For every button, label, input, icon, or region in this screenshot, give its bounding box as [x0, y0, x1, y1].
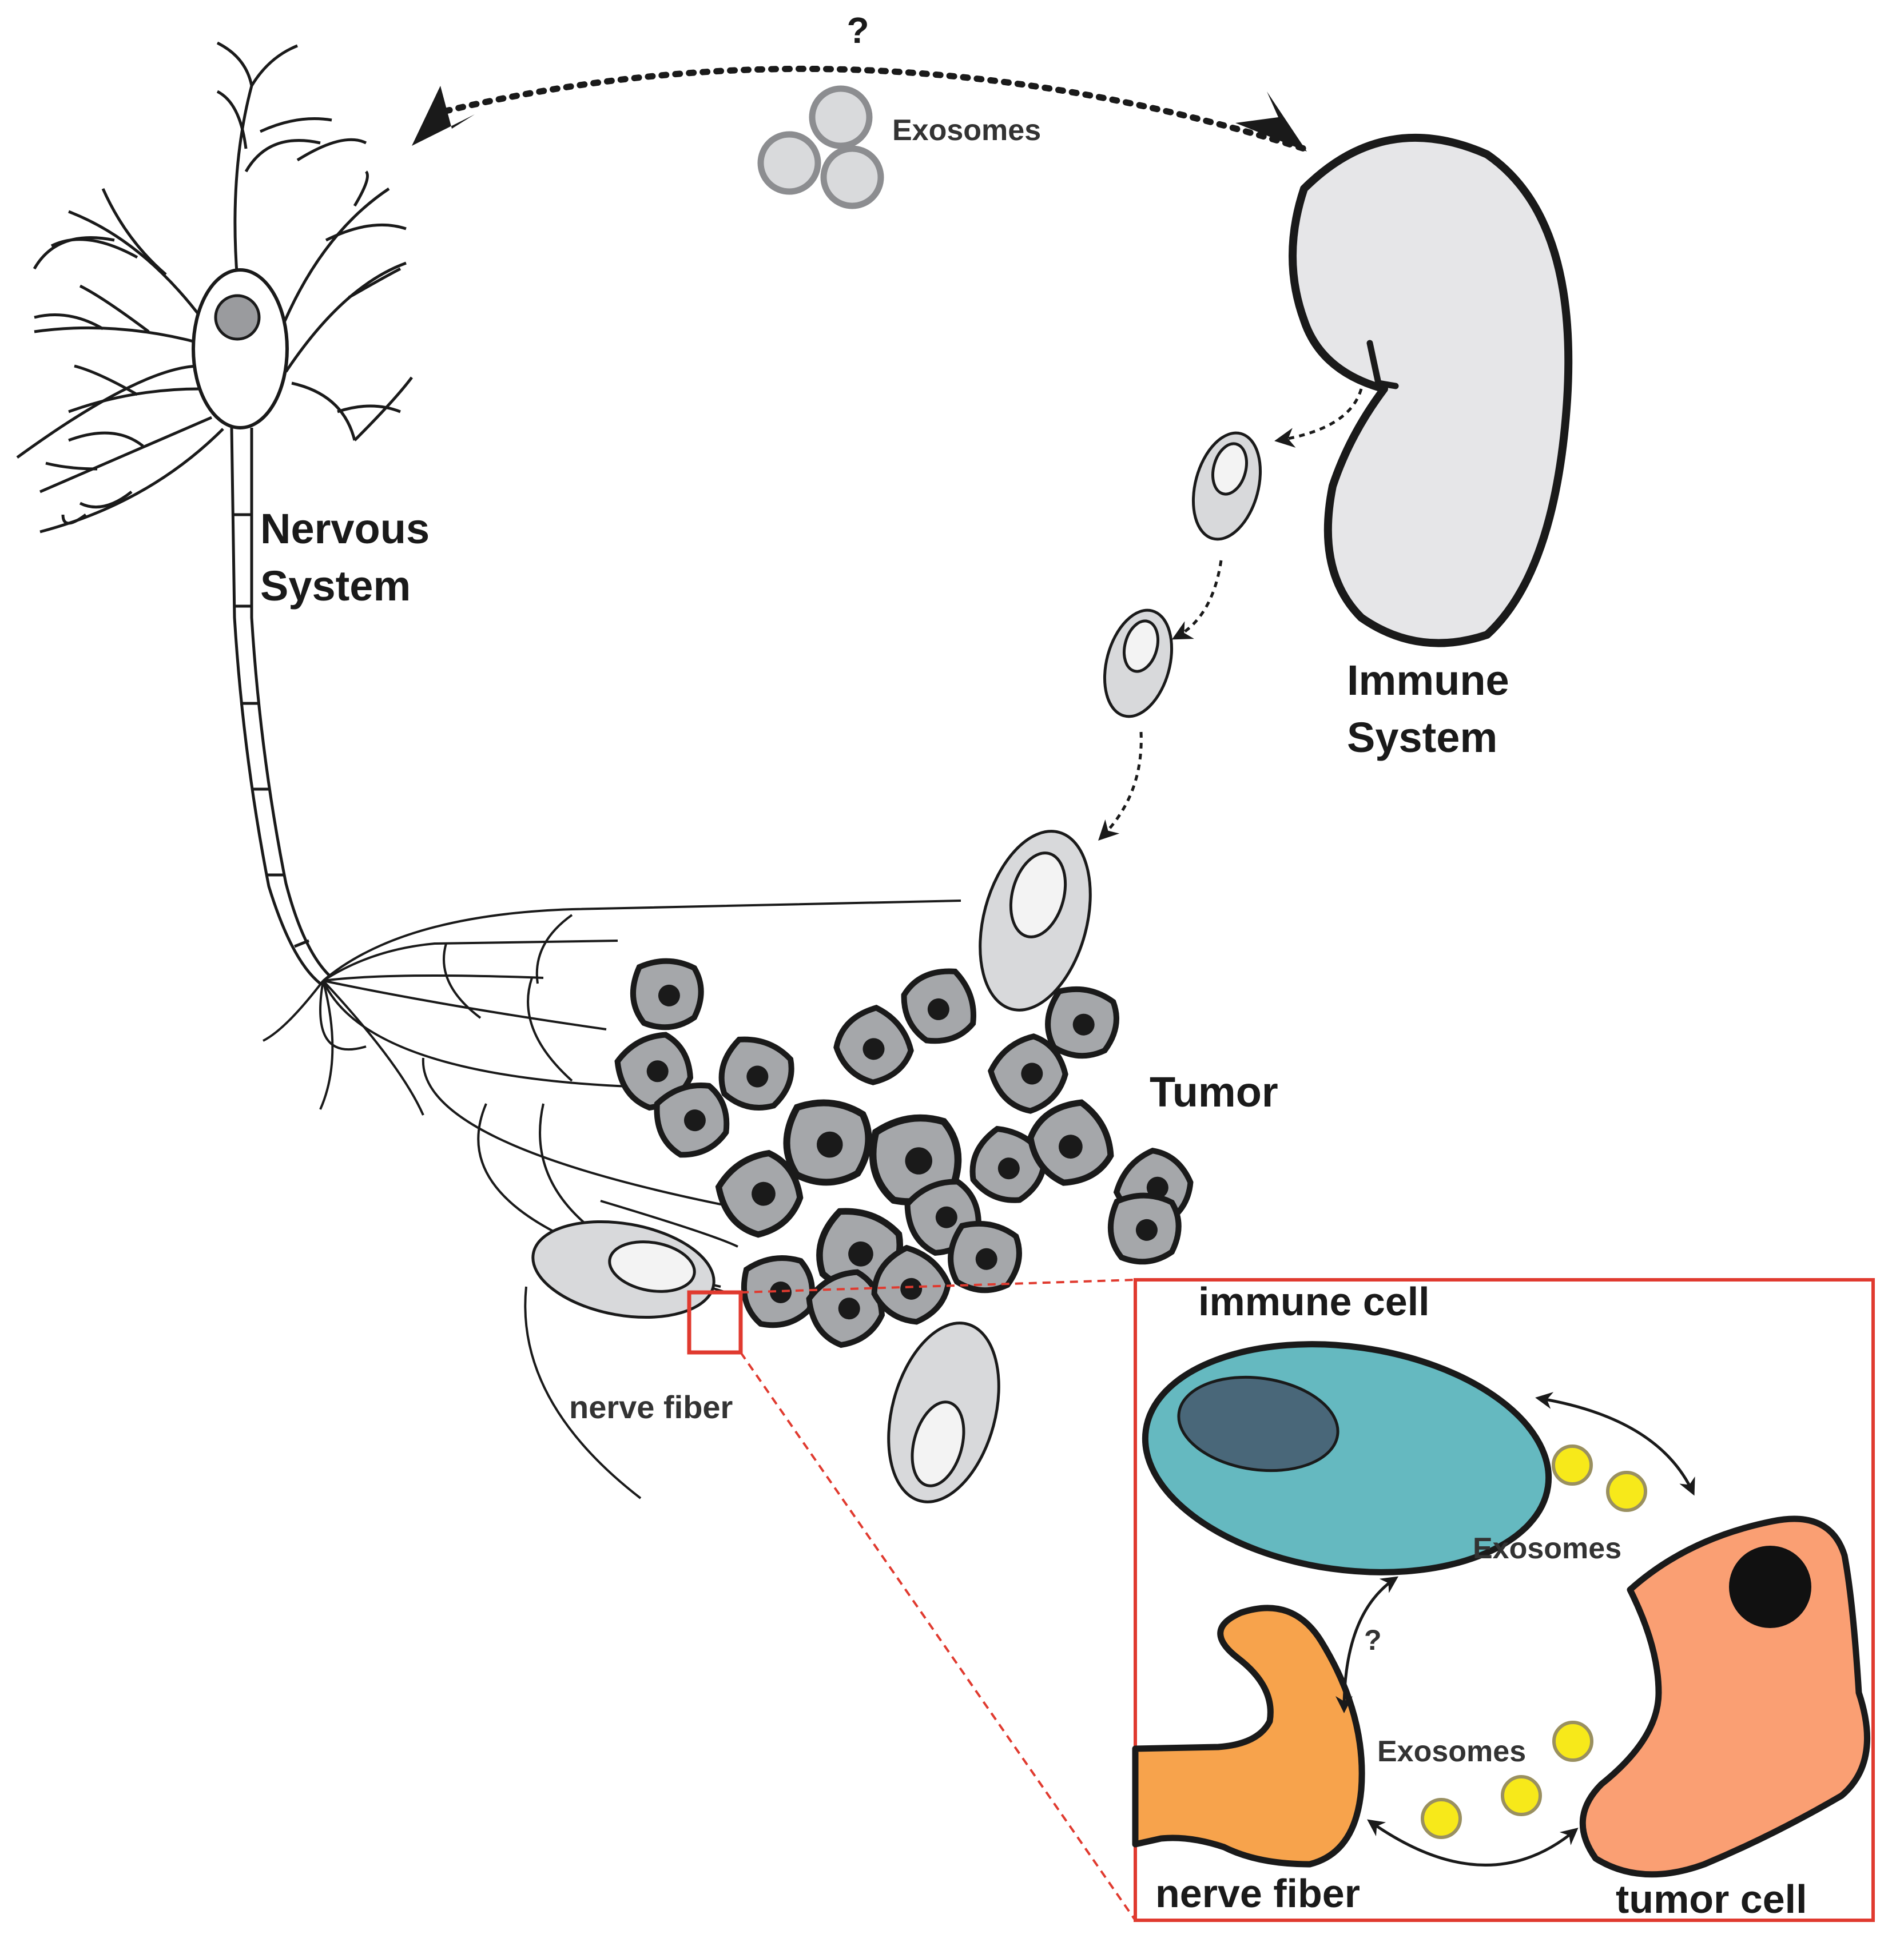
inset-immune-nucleus	[1177, 1375, 1339, 1473]
immune-cell-nucleus	[1123, 619, 1159, 673]
tumor-cell	[744, 1258, 812, 1325]
arrowhead-right	[1235, 91, 1307, 152]
inset-panel: immune cell Exosomes Exosomes ? nerve fi…	[1132, 1278, 1875, 1922]
organ-hilum	[1366, 340, 1399, 389]
immune-cell-nucleus	[911, 1400, 965, 1487]
immune-system-label-1: Immune	[1347, 656, 1509, 704]
inset-arrows	[1335, 1392, 1695, 1867]
neuron-soma	[192, 268, 289, 429]
exosomes-top-cluster	[757, 85, 884, 209]
inset-exosomes-label-2: Exosomes	[1377, 1735, 1526, 1768]
inset-exosomes-label-1: Exosomes	[1473, 1532, 1621, 1565]
tumor-cell	[627, 956, 706, 1033]
immune-organ	[1289, 133, 1573, 647]
zoom-highlight-box	[687, 1290, 743, 1355]
axon	[230, 427, 330, 985]
migration-arrows	[1098, 388, 1363, 841]
inset-nerve-fiber-label: nerve fiber	[1155, 1871, 1360, 1916]
inset-exosome	[1552, 1444, 1593, 1486]
inset-exosome	[1421, 1798, 1462, 1839]
question-top: ?	[846, 10, 869, 51]
exosome	[757, 131, 821, 195]
tumor-label: Tumor	[1150, 1068, 1278, 1116]
arrow-immune-tumor	[1535, 1392, 1695, 1496]
exosome	[820, 145, 884, 209]
nerve-fiber-main-label: nerve fiber	[569, 1389, 733, 1425]
migrating-immune-cells	[531, 431, 1262, 1503]
immune-system-label-2: System	[1347, 714, 1497, 761]
exosomes-top-label: Exosomes	[892, 114, 1041, 147]
inset-question-mark: ?	[1364, 1624, 1382, 1656]
tumor-cell	[1105, 1190, 1184, 1268]
neuron	[16, 41, 413, 534]
zoom-guide-lines	[740, 1279, 1136, 1921]
nervous-system-label-1: Nervous	[260, 505, 430, 552]
exosome	[809, 85, 873, 149]
immune-cell-nucleus	[1009, 851, 1067, 938]
inset-tumor-cell-label: tumor cell	[1616, 1877, 1807, 1921]
inset-exosome	[1552, 1721, 1593, 1762]
inset-nerve-fiber	[1132, 1605, 1365, 1868]
tumor-cell	[900, 967, 977, 1046]
inset-tumor-nucleus	[1729, 1546, 1811, 1628]
neuron-nucleus	[214, 294, 261, 341]
nervous-system-label-2: System	[260, 562, 411, 610]
inset-exosome	[1501, 1775, 1542, 1816]
immune-cell-nucleus	[608, 1240, 696, 1293]
immune-cell-nucleus	[1211, 442, 1248, 496]
inset-exosome	[1606, 1471, 1647, 1512]
inset-immune-cell-label: immune cell	[1198, 1279, 1430, 1324]
arrowhead-left	[412, 86, 475, 146]
arrow-immune-nerve	[1335, 1576, 1398, 1713]
arrow-nerve-tumor	[1367, 1819, 1579, 1867]
top-bidirectional-arrow	[412, 65, 1307, 152]
nerve-fibers	[263, 900, 961, 1499]
